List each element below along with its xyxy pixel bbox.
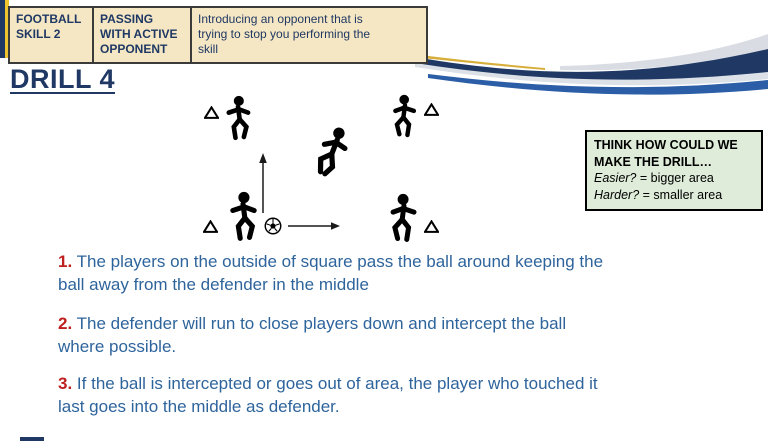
- header-topic-cell: PASSING WITH ACTIVE OPPONENT: [92, 8, 190, 62]
- instruction-2-text: The defender will run to close players d…: [58, 314, 567, 357]
- think-box: THINK HOW COULD WE MAKE THE DRILL… Easie…: [585, 130, 763, 211]
- header-table: FOOTBALL SKILL 2 PASSING WITH ACTIVE OPP…: [8, 6, 428, 64]
- wave-silver-band: [415, 63, 768, 86]
- left-gold-stripe: [5, 0, 9, 58]
- harder-term: Harder?: [594, 187, 640, 202]
- header-skill-cell: FOOTBALL SKILL 2: [16, 12, 82, 42]
- instruction-2: 2. The defender will run to close player…: [58, 312, 718, 359]
- instruction-2-number: 2.: [58, 314, 73, 333]
- wave-blue-band: [428, 74, 768, 95]
- think-box-heading: THINK HOW COULD WE MAKE THE DRILL…: [594, 138, 738, 169]
- header-description-cell: Introducing an opponent that is trying t…: [190, 8, 426, 62]
- instruction-1-number: 1.: [58, 252, 73, 271]
- bottom-edge-decoration: [20, 437, 44, 441]
- instruction-3: 3. If the ball is intercepted or goes ou…: [58, 372, 718, 419]
- instruction-3-text: If the ball is intercepted or goes out o…: [58, 374, 598, 417]
- wave-navy-band: [415, 49, 768, 83]
- wave-gold-accent: [413, 54, 545, 70]
- think-box-harder-line: Harder? = smaller area: [594, 187, 754, 204]
- easier-term: Easier?: [594, 171, 637, 185]
- harder-value: = smaller area: [639, 187, 723, 202]
- wave-gray-band: [560, 34, 768, 71]
- instruction-3-number: 3.: [58, 374, 73, 393]
- easier-value: = bigger area: [636, 171, 714, 185]
- instruction-1-text: The players on the outside of square pas…: [58, 252, 604, 295]
- wave-decoration: [413, 34, 768, 95]
- page-title: DRILL 4: [10, 64, 116, 94]
- instruction-1: 1. The players on the outside of square …: [58, 250, 718, 297]
- pass-arrows: [259, 153, 340, 230]
- think-box-easier-line: Easier? = bigger area: [594, 170, 754, 187]
- left-navy-stripe: [0, 0, 5, 58]
